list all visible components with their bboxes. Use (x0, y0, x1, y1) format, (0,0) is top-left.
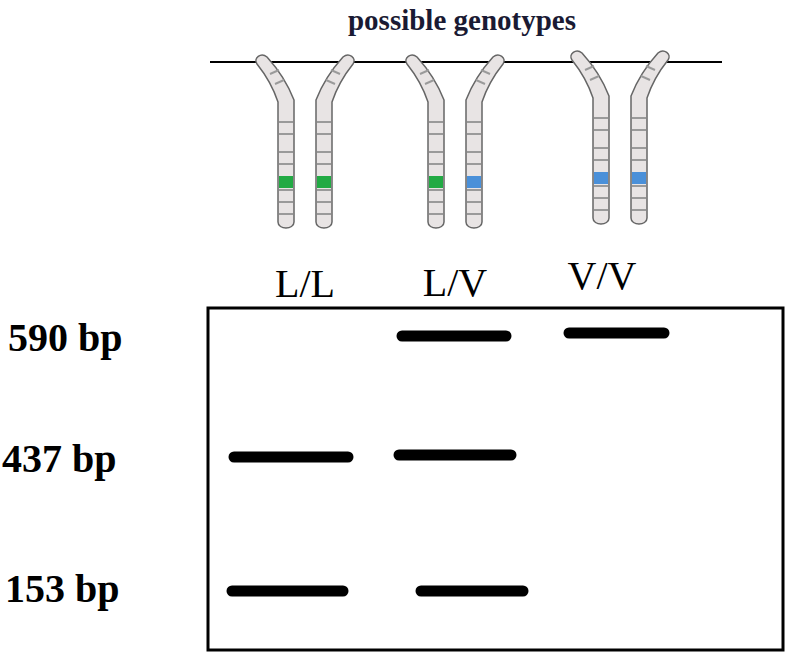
chromosome-pair (256, 55, 354, 228)
band-size-label: 437 bp (2, 439, 117, 479)
genotype-label: L/L (275, 264, 335, 304)
diagram-title: possible genotypes (348, 6, 576, 35)
genotype-label: L/V (423, 263, 487, 303)
chromosome-pair (406, 55, 504, 228)
band-size-label: 153 bp (5, 569, 120, 609)
title-rule (210, 61, 722, 63)
chromosome-pair (571, 51, 669, 224)
band-size-label: 590 bp (8, 318, 123, 358)
gel-box (208, 308, 783, 650)
dna-band (232, 333, 664, 591)
genotype-label: V/V (568, 256, 637, 296)
